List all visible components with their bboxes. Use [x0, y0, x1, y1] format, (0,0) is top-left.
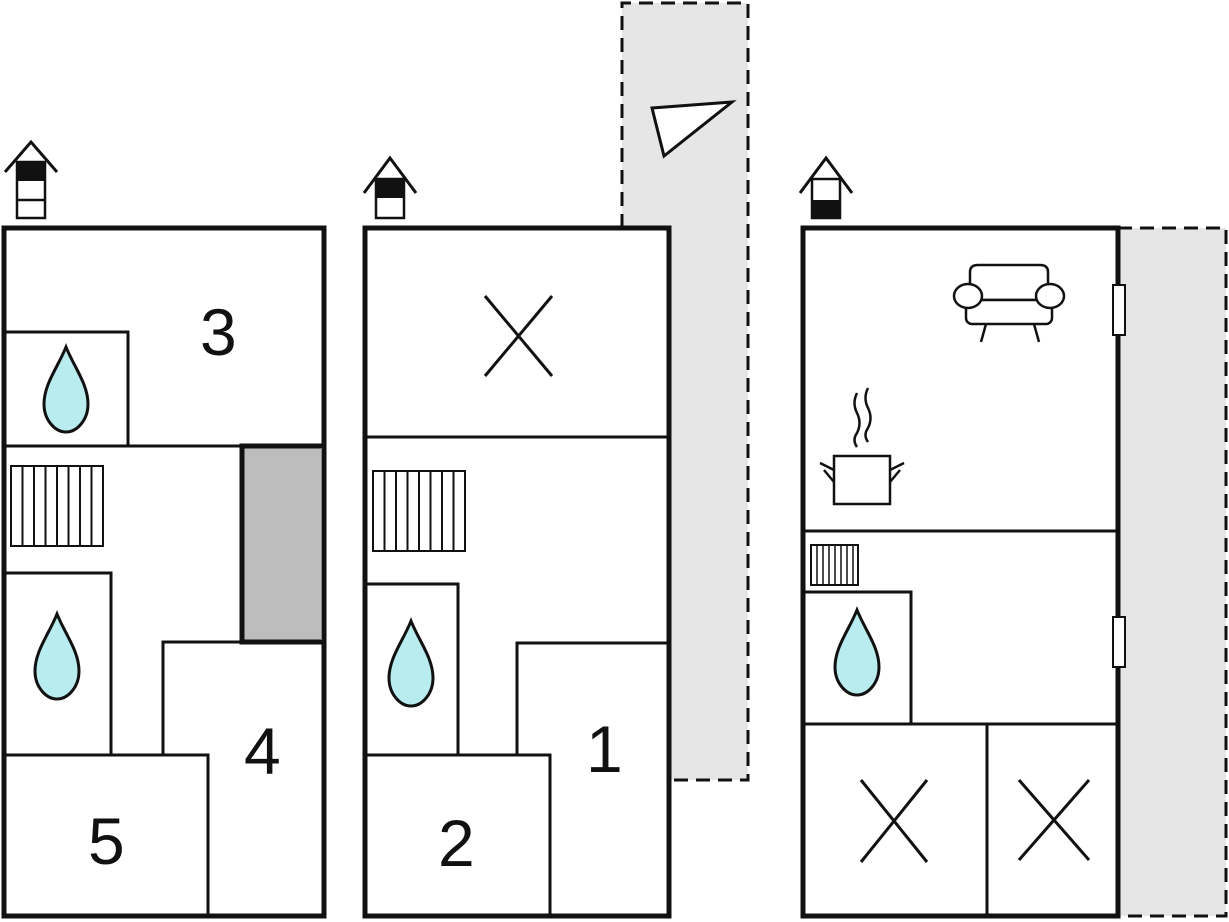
unlabeled-room-cross-icon [859, 779, 929, 863]
unlabeled-room-cross-icon [483, 295, 554, 377]
room-5-label: 5 [88, 804, 125, 878]
water-drop-icon [33, 612, 81, 701]
terrace-triangle-icon [650, 100, 737, 159]
room-3-label: 3 [200, 295, 237, 369]
stair-well [239, 443, 327, 645]
stairs-icon [10, 465, 104, 547]
floor-middle: 1 2 [362, 1, 750, 919]
cooking-pot-icon [819, 387, 905, 506]
house-level-icon [798, 155, 854, 220]
house-level-icon [362, 155, 418, 220]
floor-left: 3 4 5 [1, 139, 327, 919]
window [1112, 284, 1126, 336]
stairs-icon [810, 544, 859, 586]
room-2-label: 2 [438, 806, 475, 880]
house-level-icon [3, 139, 59, 220]
room-4-label: 4 [244, 714, 281, 788]
outdoor-area [1118, 228, 1226, 916]
water-drop-icon [42, 345, 90, 434]
room-1-label: 1 [586, 712, 623, 786]
armchair-icon [952, 263, 1066, 343]
unlabeled-room-cross-icon [1017, 779, 1091, 861]
stairs-icon [372, 470, 466, 552]
floor-right [798, 155, 1228, 919]
window [1112, 616, 1126, 668]
